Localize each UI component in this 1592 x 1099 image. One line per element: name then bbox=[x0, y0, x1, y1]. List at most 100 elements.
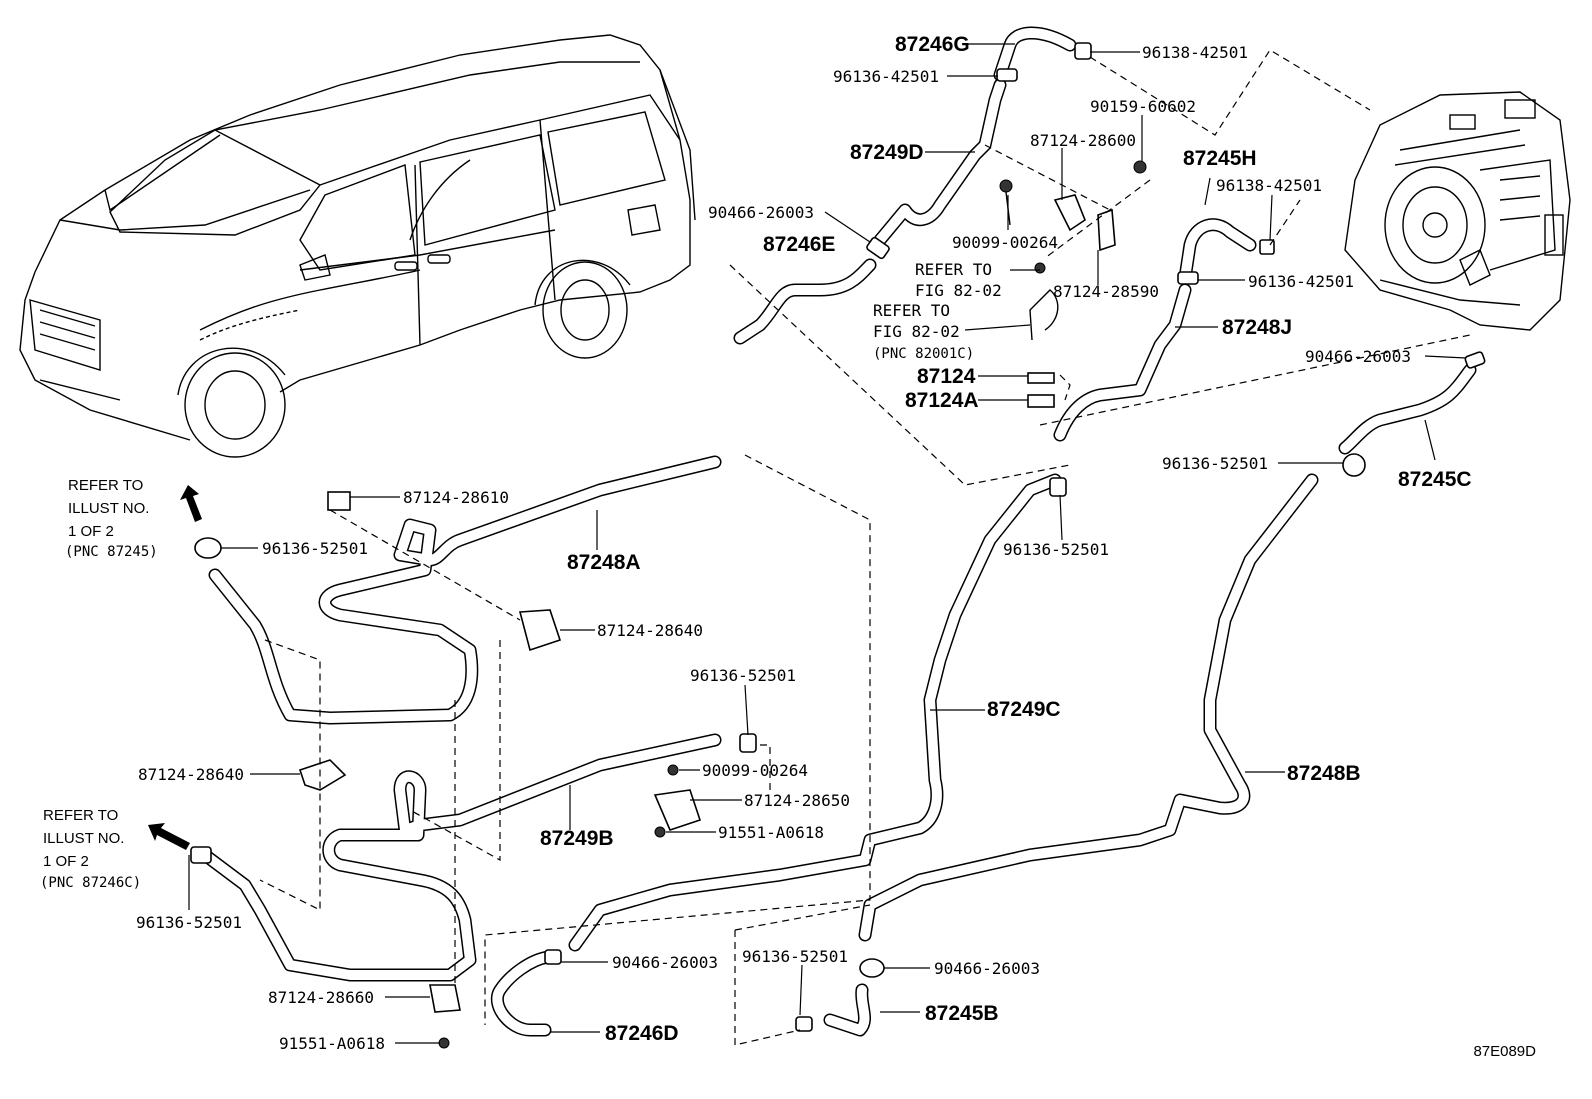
part-label-90099-00264: 90099-00264 bbox=[702, 761, 808, 780]
part-label-91551-a0618: 91551-A0618 bbox=[718, 823, 824, 842]
refer-illust-1-line1: REFER TO bbox=[68, 477, 143, 494]
part-label-87124-28650: 87124-28650 bbox=[744, 791, 850, 810]
hose-87249c bbox=[568, 473, 1062, 952]
part-label-90099-00264: 90099-00264 bbox=[952, 233, 1058, 252]
arrow-up-icon bbox=[180, 485, 202, 522]
hose-87246e bbox=[733, 258, 877, 345]
hose-87245b bbox=[823, 983, 871, 1037]
hose-clamp bbox=[1342, 453, 1366, 477]
bracket bbox=[518, 609, 562, 652]
part-label-87124-28640: 87124-28640 bbox=[138, 765, 244, 784]
refer-illust-2-line3: 1 OF 2 bbox=[43, 853, 89, 870]
part-label-87249c: 87249C bbox=[987, 698, 1061, 721]
part-label-90466-26003: 90466-26003 bbox=[1305, 347, 1411, 366]
part-label-91551-a0618: 91551-A0618 bbox=[279, 1034, 385, 1053]
hose-87248b bbox=[858, 473, 1319, 942]
refer-illust-1-line2: ILLUST NO. bbox=[68, 500, 149, 517]
leader-lines bbox=[188, 43, 1467, 1044]
part-label-87248b: 87248B bbox=[1287, 762, 1361, 785]
refer-illust-2-line1: REFER TO bbox=[43, 807, 118, 824]
part-label-96138-42501: 96138-42501 bbox=[1216, 176, 1322, 195]
part-label-96136-42501: 96136-42501 bbox=[833, 67, 939, 86]
hose-87245h bbox=[1178, 218, 1257, 285]
bracket bbox=[1053, 194, 1086, 232]
hose-clamp bbox=[544, 949, 562, 965]
bolt-icon bbox=[667, 764, 679, 776]
part-label-87124-28610: 87124-28610 bbox=[403, 488, 509, 507]
part-label-87246d: 87246D bbox=[605, 1022, 679, 1045]
part-label-87124-28660: 87124-28660 bbox=[268, 988, 374, 1007]
part-label-87124-28590: 87124-28590 bbox=[1053, 282, 1159, 301]
bolt-icon bbox=[999, 179, 1013, 193]
hvac-unit bbox=[1344, 91, 1571, 331]
part-label-96136-52501: 96136-52501 bbox=[1162, 454, 1268, 473]
vehicle-illustration bbox=[19, 34, 696, 458]
hose-87248a bbox=[208, 455, 722, 725]
part-label-87248j: 87248J bbox=[1222, 316, 1292, 339]
part-label-96138-42501: 96138-42501 bbox=[1142, 43, 1248, 62]
hose-clamp bbox=[1177, 271, 1199, 285]
hose-87249b bbox=[198, 733, 722, 982]
hose-87246g bbox=[993, 26, 1077, 82]
part-label-96136-52501: 96136-52501 bbox=[742, 947, 848, 966]
bolt-icon bbox=[438, 1037, 450, 1049]
refer-illust-1-line3: 1 OF 2 bbox=[68, 523, 114, 540]
bracket bbox=[653, 789, 702, 831]
hose-clamp bbox=[194, 537, 222, 559]
refer-illust-2-line2: ILLUST NO. bbox=[43, 830, 124, 847]
refer-illust-1-pnc: (PNC 87245) bbox=[65, 544, 158, 560]
bracket bbox=[429, 984, 461, 1013]
arrow-up-left-icon bbox=[148, 823, 190, 850]
bracket bbox=[1027, 394, 1055, 408]
part-label-87248a: 87248A bbox=[567, 551, 641, 574]
bolt-icon bbox=[1133, 160, 1147, 174]
hose-87245c bbox=[1338, 363, 1477, 455]
figure-id: 87E089D bbox=[1473, 1043, 1536, 1060]
hose-clamp bbox=[190, 846, 212, 864]
refer-fig-mid-line2: FIG 82-02 bbox=[873, 322, 960, 341]
hose-clamp bbox=[739, 733, 757, 753]
refer-illust-2-pnc: (PNC 87246C) bbox=[40, 875, 141, 891]
part-label-87124: 87124 bbox=[917, 365, 976, 388]
part-label-87124-28640: 87124-28640 bbox=[597, 621, 703, 640]
notes: REFER TO FIG 82-02 REFER TO FIG 82-02 (P… bbox=[40, 260, 1002, 891]
hose-87248j bbox=[1053, 283, 1192, 442]
part-labels: 87246G 96138-42501 96136-42501 90159-60602 8… bbox=[136, 33, 1472, 1053]
refer-fig-top-line2: FIG 82-02 bbox=[915, 281, 1002, 300]
part-label-96136-42501: 96136-42501 bbox=[1248, 272, 1354, 291]
part-label-96136-52501: 96136-52501 bbox=[690, 666, 796, 685]
part-label-87245h: 87245H bbox=[1183, 147, 1257, 170]
hose-clamp bbox=[859, 958, 885, 978]
bolt-icon bbox=[1034, 262, 1046, 274]
bracket bbox=[327, 491, 351, 511]
hose-87246d bbox=[490, 950, 555, 1037]
part-label-87246e: 87246E bbox=[763, 233, 835, 256]
reference-lines bbox=[259, 49, 1471, 1046]
part-label-87245b: 87245B bbox=[925, 1002, 999, 1025]
bracket bbox=[1027, 372, 1055, 384]
hose-group bbox=[198, 26, 1477, 1037]
part-label-96136-52501: 96136-52501 bbox=[136, 913, 242, 932]
part-label-90159-60602: 90159-60602 bbox=[1090, 97, 1196, 116]
refer-fig-top-line1: REFER TO bbox=[915, 260, 992, 279]
part-label-90466-26003: 90466-26003 bbox=[708, 203, 814, 222]
refer-fig-mid-pnc: (PNC 82001C) bbox=[873, 346, 974, 362]
refer-fig-mid-line1: REFER TO bbox=[873, 301, 950, 320]
hose-clamp bbox=[795, 1016, 813, 1032]
fasteners bbox=[190, 42, 1486, 1049]
bracket bbox=[298, 759, 347, 791]
part-label-87249d: 87249D bbox=[850, 141, 924, 164]
part-label-87249b: 87249B bbox=[540, 827, 614, 850]
part-label-96136-52501: 96136-52501 bbox=[262, 539, 368, 558]
hose-clamp bbox=[1464, 351, 1486, 369]
part-label-87124-28600: 87124-28600 bbox=[1030, 131, 1136, 150]
hose-clamp bbox=[996, 68, 1018, 82]
bolt-icon bbox=[654, 826, 666, 838]
part-label-90466-26003: 90466-26003 bbox=[934, 959, 1040, 978]
part-label-90466-26003: 90466-26003 bbox=[612, 953, 718, 972]
part-label-87246g: 87246G bbox=[895, 33, 970, 56]
part-label-96136-52501: 96136-52501 bbox=[1003, 540, 1109, 559]
hose-clamp bbox=[1074, 42, 1092, 60]
hose-87249d bbox=[873, 78, 1007, 247]
